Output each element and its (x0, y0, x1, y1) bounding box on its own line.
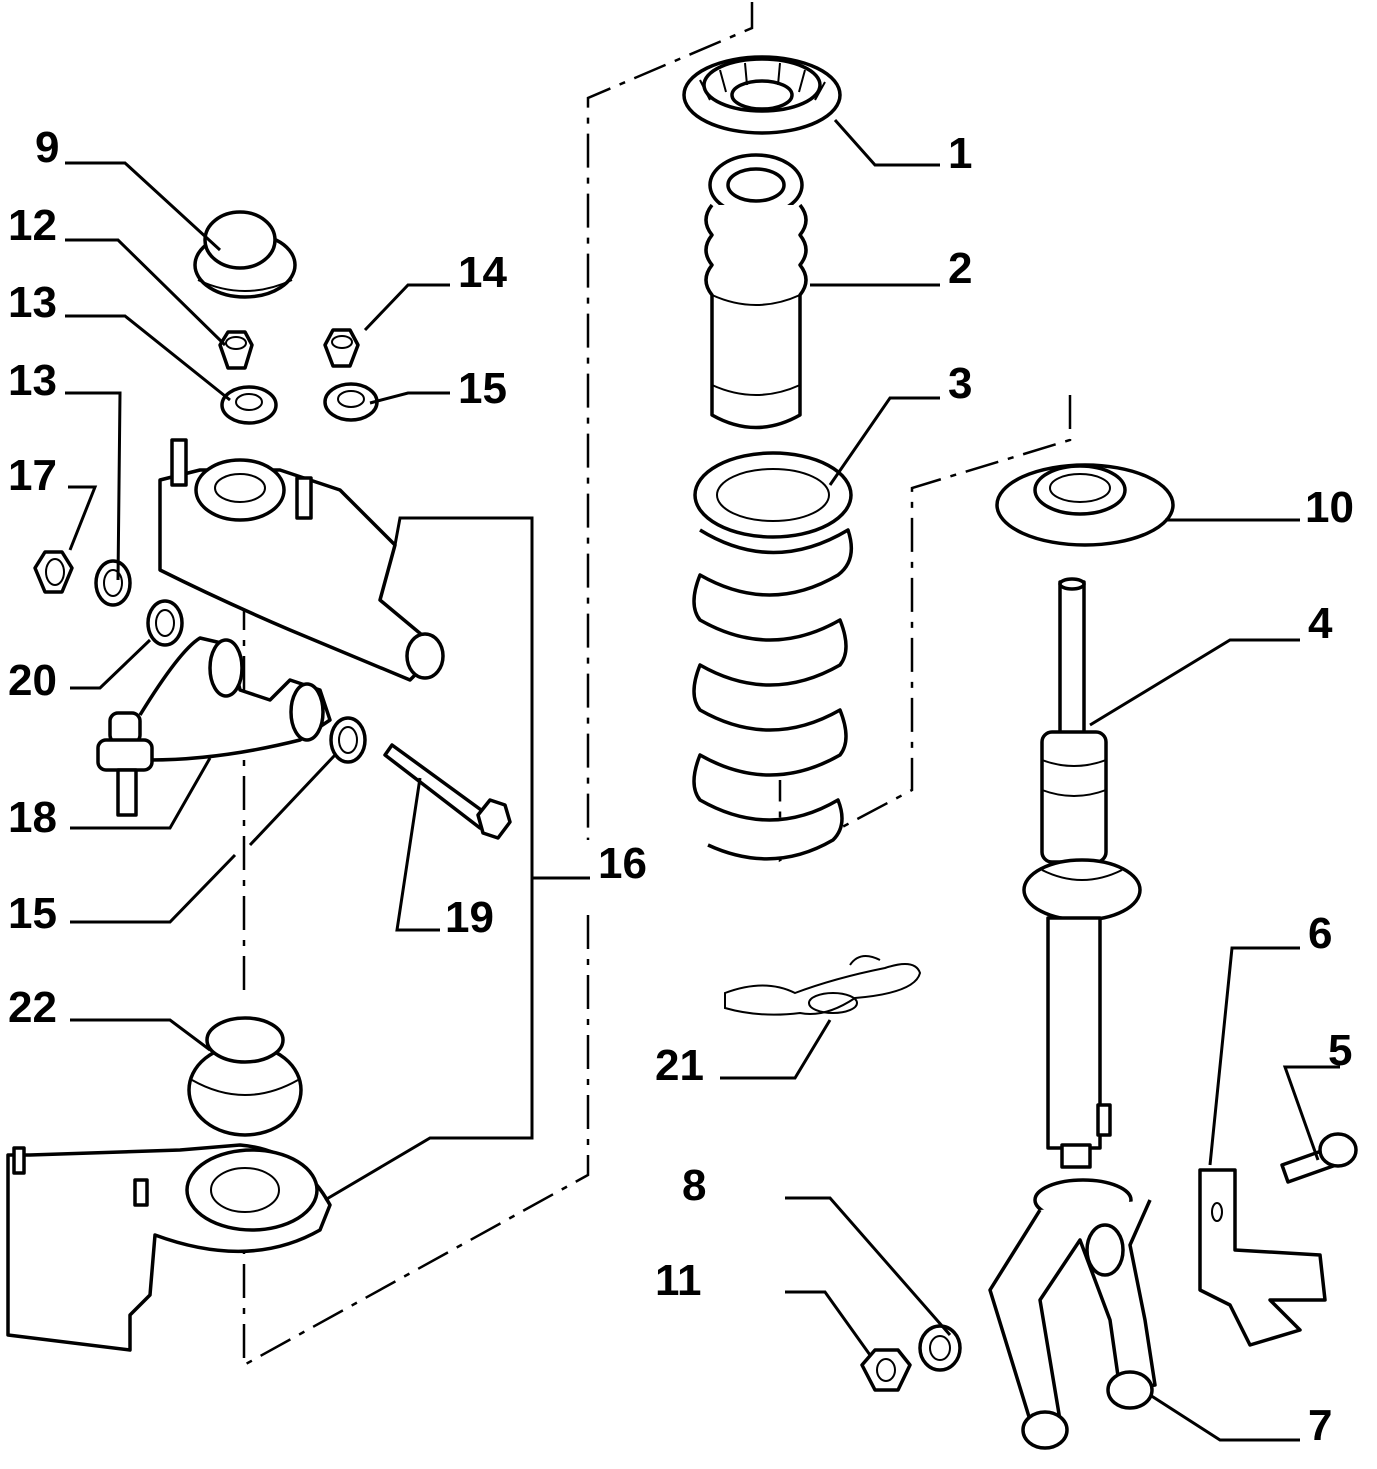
part-12-nut (218, 330, 254, 370)
callout-16: 16 (598, 839, 647, 888)
callout-12: 12 (8, 201, 57, 250)
part-8-washer (918, 1324, 962, 1372)
part-6-bracket (1198, 1168, 1327, 1347)
part-4-shock-absorber (1022, 577, 1142, 1169)
callout-17: 17 (8, 451, 57, 500)
part-20-washer (146, 599, 184, 647)
callout-labels: 1 2 3 4 5 6 7 8 9 10 11 12 13 13 14 15 1… (8, 123, 1354, 1450)
part-5-bolt (1280, 1132, 1358, 1184)
part-9-cap (193, 210, 297, 299)
callout-15a: 15 (458, 364, 507, 413)
part-14-nut (323, 328, 360, 368)
part-13-washer (220, 385, 278, 425)
part-11-nut (860, 1348, 912, 1392)
callout-6: 6 (1308, 909, 1332, 958)
part-7-fork (988, 1178, 1157, 1450)
part-15-washer-lower (329, 716, 367, 764)
callout-7: 7 (1308, 1401, 1332, 1450)
part-16-lower-housing (6, 1143, 332, 1352)
callout-18: 18 (8, 793, 57, 842)
part-2-bump-stop (704, 153, 808, 430)
part-16-upper-mount (158, 438, 445, 682)
part-1-top-mount (682, 55, 842, 135)
callout-22: 22 (8, 983, 57, 1032)
callout-8: 8 (682, 1161, 706, 1210)
leader-lines (65, 119, 1340, 1442)
part-19-bolt (383, 743, 512, 840)
callout-19: 19 (445, 893, 494, 942)
assembly-guide-lines (242, 2, 1072, 1368)
part-22-bushing (187, 1016, 303, 1137)
callout-9: 9 (35, 123, 59, 172)
part-13-washer-lower (94, 559, 132, 607)
callout-14: 14 (458, 248, 507, 297)
part-15-washer (323, 382, 379, 422)
callout-3: 3 (948, 359, 972, 408)
callout-13a: 13 (8, 278, 57, 327)
part-17-nut (33, 550, 74, 594)
callout-5: 5 (1328, 1026, 1352, 1075)
callout-11: 11 (655, 1256, 702, 1305)
callout-15b: 15 (8, 889, 57, 938)
callout-1: 1 (948, 129, 972, 178)
part-18-control-arm (96, 636, 332, 817)
part-21-clip (724, 955, 922, 1016)
callout-10: 10 (1305, 483, 1354, 532)
part-10-spring-seat (995, 463, 1175, 547)
callout-13b: 13 (8, 356, 57, 405)
part-3-coil-spring (692, 451, 854, 861)
callout-4: 4 (1308, 599, 1333, 648)
callout-21: 21 (655, 1041, 704, 1090)
callout-20: 20 (8, 656, 57, 705)
callout-2: 2 (948, 244, 972, 293)
